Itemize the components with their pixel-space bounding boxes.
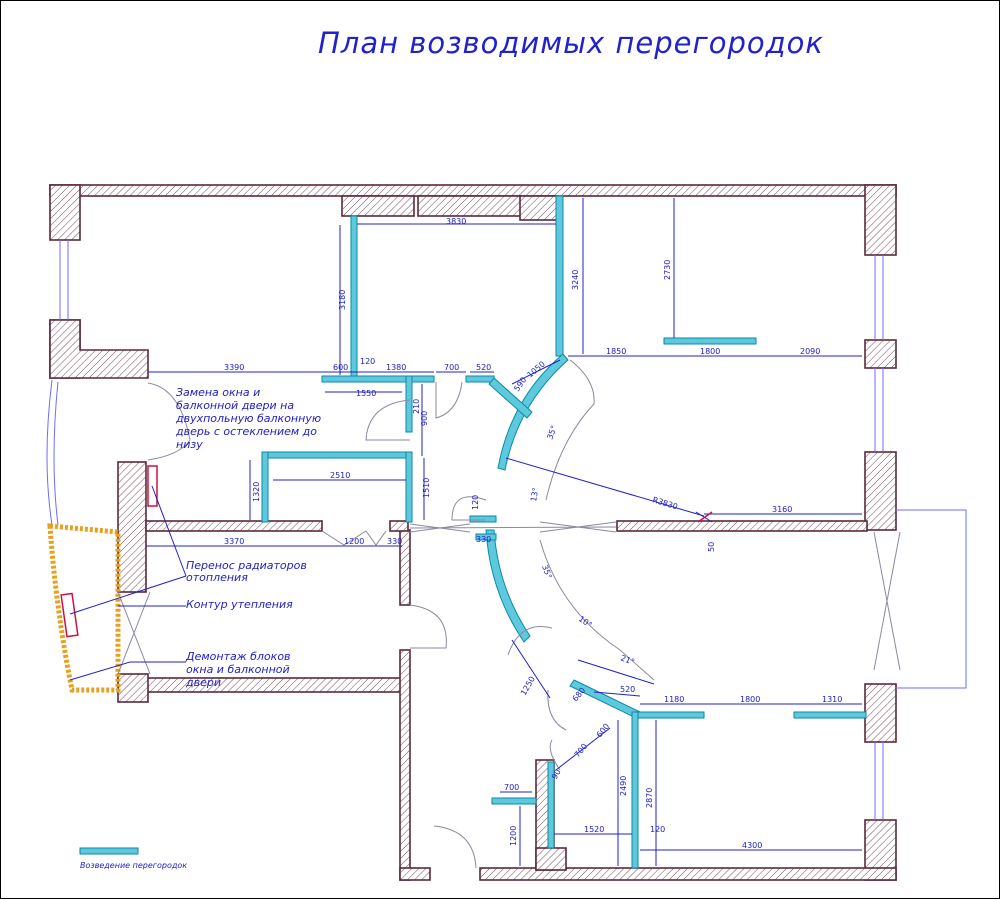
- wall-right-upper: [864, 184, 897, 256]
- dim-1320: 1320: [252, 482, 261, 502]
- radiator-lower: [60, 592, 79, 638]
- legend: Возведение перегородок: [79, 847, 187, 870]
- dim-3160: 3160: [772, 505, 792, 514]
- dim-700c: 700: [504, 783, 519, 792]
- note-radiators-1: Перенос радиаторов: [186, 559, 307, 572]
- dim-2870: 2870: [645, 788, 654, 808]
- dim-900: 900: [420, 411, 429, 426]
- dimension-lines: [146, 198, 862, 866]
- dim-1550: 1550: [356, 389, 376, 398]
- dim-520b: 520: [620, 685, 635, 694]
- dim-120a: 120: [360, 357, 375, 366]
- dim-1250: 1250: [519, 675, 537, 697]
- dim-R3830: R3830: [651, 495, 678, 511]
- dim-520a: 520: [476, 363, 491, 372]
- note-dismantle-2: окна и балконной: [186, 663, 290, 676]
- dim-4300: 4300: [742, 841, 762, 850]
- dim-1180: 1180: [664, 695, 684, 704]
- note-window-replace-3: двухпольную балконную: [175, 412, 321, 425]
- dim-3240: 3240: [571, 270, 580, 290]
- dim-90: 90: [550, 768, 563, 781]
- dim-35b: 35°: [540, 564, 553, 580]
- note-insulation: Контур утепления: [186, 598, 293, 611]
- dim-330a: 330: [387, 537, 402, 546]
- dim-1520: 1520: [584, 825, 604, 834]
- wall-alcove-1: [341, 195, 415, 217]
- radiator-upper: [147, 465, 158, 507]
- windows: [46, 240, 967, 820]
- new-partitions: [261, 195, 867, 869]
- wall-bottom-right: [479, 867, 897, 881]
- wall-left-room-bottom-cap: [117, 673, 149, 703]
- dim-1800a: 1800: [700, 347, 720, 356]
- dim-13: 13°: [529, 487, 540, 503]
- exterior-walls: [49, 184, 897, 881]
- dim-700a: 700: [444, 363, 459, 372]
- dim-1510: 1510: [422, 478, 431, 498]
- dim-35a: 35°: [545, 424, 558, 440]
- dim-1380: 1380: [386, 363, 406, 372]
- wall-kitchen-base: [535, 847, 567, 871]
- dim-50: 50: [707, 542, 716, 552]
- dim-2490: 2490: [619, 776, 628, 796]
- wall-right-room-divider: [616, 520, 868, 532]
- dim-2090: 2090: [800, 347, 820, 356]
- dim-600: 600: [333, 363, 348, 372]
- wall-alcove-2: [417, 195, 522, 217]
- dim-1200b: 1200: [509, 826, 518, 846]
- wall-left-pier: [49, 319, 149, 379]
- wall-left-upper: [49, 184, 81, 241]
- plan-title: План возводимых перегородок: [318, 26, 824, 60]
- dim-700b: 700: [573, 742, 590, 759]
- dim-3180: 3180: [338, 290, 347, 310]
- dim-3830: 3830: [446, 217, 466, 226]
- dim-1850: 1850: [606, 347, 626, 356]
- wall-right-pier3: [864, 683, 897, 743]
- wall-entry-left: [399, 867, 431, 881]
- wall-right-pier1: [864, 339, 897, 369]
- dim-330b: 330: [476, 535, 491, 544]
- dim-21: 21°: [619, 653, 635, 666]
- note-window-replace-5: низу: [176, 438, 203, 451]
- note-window-replace-1: Замена окна и: [176, 386, 260, 399]
- wall-left-room-bottom: [117, 677, 409, 693]
- dim-210: 210: [412, 399, 421, 414]
- dim-590: 590: [512, 375, 528, 393]
- wall-lower-left-vertical: [399, 649, 411, 881]
- wall-top-pier-left: [519, 195, 559, 221]
- dim-3370: 3370: [224, 537, 244, 546]
- dim-600b: 600: [595, 722, 612, 739]
- insulation-contour: [47, 523, 121, 693]
- note-window-replace-2: балконной двери на: [176, 399, 294, 412]
- dim-1310: 1310: [822, 695, 842, 704]
- annotations: Замена окна и балконной двери на двухпол…: [69, 386, 321, 689]
- legend-label: Возведение перегородок: [80, 861, 187, 870]
- dim-1200a: 1200: [344, 537, 364, 546]
- wall-left-room-column: [117, 461, 147, 593]
- dim-120b: 120: [471, 495, 480, 510]
- note-dismantle-1: Демонтаж блоков: [185, 650, 291, 663]
- note-dismantle-3: двери: [185, 676, 221, 689]
- note-window-replace-4: дверь с остеклением до: [175, 425, 317, 438]
- dim-1800b: 1800: [740, 695, 760, 704]
- dim-2730: 2730: [663, 260, 672, 280]
- dim-2510: 2510: [330, 471, 350, 480]
- dim-120c: 120: [650, 825, 665, 834]
- note-radiators-2: отопления: [186, 571, 248, 584]
- wall-top: [49, 184, 897, 197]
- wall-mid-horizontal-2: [389, 520, 409, 532]
- legend-swatch: [79, 847, 139, 855]
- dimension-labels: 3830 3180 3240 2730 3390 600 120 1380 70…: [224, 217, 842, 850]
- wall-right-pier2: [864, 451, 897, 531]
- wall-mid-horizontal: [145, 520, 323, 532]
- dim-3390: 3390: [224, 363, 244, 372]
